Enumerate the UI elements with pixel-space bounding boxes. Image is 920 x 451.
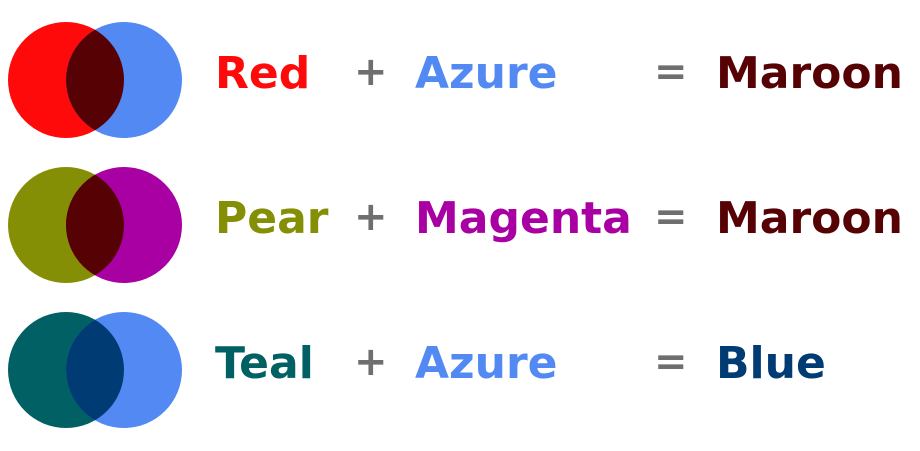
equation-row-pear-magenta: Pear + Magenta = Maroon <box>0 167 920 287</box>
plus-sign: + <box>354 49 388 95</box>
venn-diagram <box>8 167 182 283</box>
color-b-label: Azure <box>415 48 558 99</box>
color-a-label: Teal <box>215 338 314 389</box>
plus-sign: + <box>354 194 388 240</box>
color-a-label: Pear <box>215 193 329 244</box>
result-color-label: Blue <box>716 338 826 389</box>
color-b-label: Magenta <box>415 193 632 244</box>
venn-diagram <box>8 312 182 428</box>
plus-sign: + <box>354 339 388 385</box>
equation-row-red-azure: Red + Azure = Maroon <box>0 22 920 142</box>
equals-sign: = <box>654 49 688 95</box>
result-color-label: Maroon <box>716 193 903 244</box>
equation-row-teal-azure: Teal + Azure = Blue <box>0 312 920 432</box>
color-a-label: Red <box>215 48 311 99</box>
equals-sign: = <box>654 339 688 385</box>
equals-sign: = <box>654 194 688 240</box>
result-color-label: Maroon <box>716 48 903 99</box>
color-b-label: Azure <box>415 338 558 389</box>
circle-overlap <box>66 22 124 138</box>
venn-diagram <box>8 22 182 138</box>
circle-overlap <box>66 312 124 428</box>
circle-overlap <box>66 167 124 283</box>
